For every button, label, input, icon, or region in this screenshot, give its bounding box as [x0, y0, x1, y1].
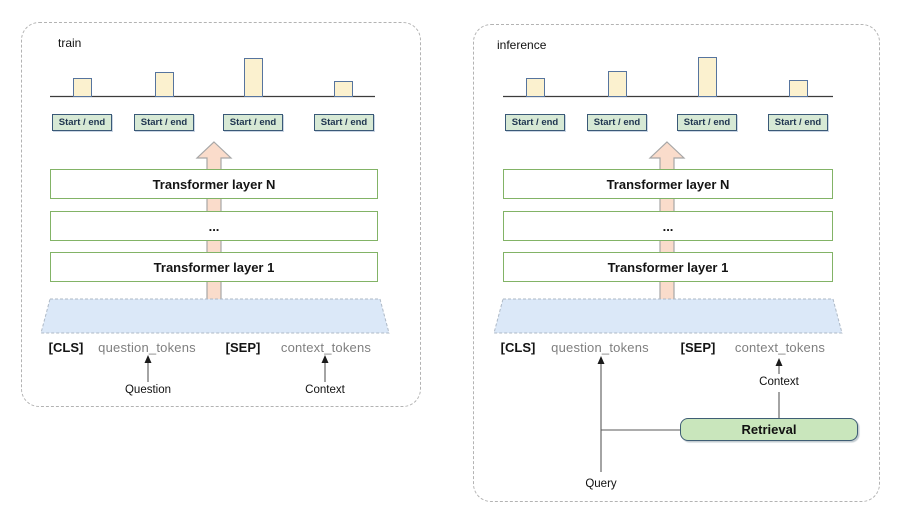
- transformer-layer-n-box: Transformer layer N: [50, 169, 378, 199]
- probability-bar: [73, 78, 92, 97]
- question-label: Question: [124, 384, 172, 396]
- context-tokens: context_tokens: [280, 340, 372, 355]
- question-tokens: question_tokens: [551, 340, 649, 355]
- cls-token: [CLS]: [48, 340, 84, 355]
- probability-bar: [334, 81, 353, 97]
- probability-bar: [789, 80, 808, 97]
- start-end-box: Start / end: [134, 114, 194, 131]
- transformer-layer-n-box: Transformer layer N: [503, 169, 833, 199]
- start-end-box: Start / end: [314, 114, 374, 131]
- probability-bar: [698, 57, 717, 97]
- train-panel: [21, 22, 421, 407]
- query-label: Query: [585, 478, 617, 490]
- probability-bar: [608, 71, 627, 97]
- inference-panel: [473, 24, 880, 502]
- start-end-box: Start / end: [587, 114, 647, 131]
- transformer-layer-1-box: Transformer layer 1: [503, 252, 833, 282]
- context-label: Context: [759, 376, 799, 388]
- sep-token: [SEP]: [225, 340, 261, 355]
- inference-panel-label: inference: [497, 38, 547, 52]
- train-panel-label: train: [58, 36, 82, 50]
- start-end-box: Start / end: [223, 114, 283, 131]
- context-tokens: context_tokens: [734, 340, 826, 355]
- probability-bar: [155, 72, 174, 97]
- question-arrow-head: [144, 355, 152, 363]
- transformer-ellipsis-box: ...: [503, 211, 833, 241]
- start-end-box: Start / end: [768, 114, 828, 131]
- transformer-layer-1-box: Transformer layer 1: [50, 252, 378, 282]
- transformer-ellipsis-box: ...: [50, 211, 378, 241]
- train-context-arrow-head: [321, 355, 329, 363]
- train-embedding-trapezoid: [40, 298, 390, 334]
- start-end-box: Start / end: [52, 114, 112, 131]
- probability-bar: [244, 58, 263, 97]
- cls-token: [CLS]: [500, 340, 536, 355]
- inference-context-arrow-head: [775, 358, 783, 366]
- query-arrow-head: [597, 356, 605, 364]
- inference-embedding-trapezoid: [493, 298, 843, 334]
- start-end-box: Start / end: [505, 114, 565, 131]
- context-label: Context: [305, 384, 345, 396]
- start-end-box: Start / end: [677, 114, 737, 131]
- sep-token: [SEP]: [680, 340, 716, 355]
- probability-bar: [526, 78, 545, 97]
- question-tokens: question_tokens: [98, 340, 196, 355]
- retrieval-box: Retrieval: [680, 418, 858, 441]
